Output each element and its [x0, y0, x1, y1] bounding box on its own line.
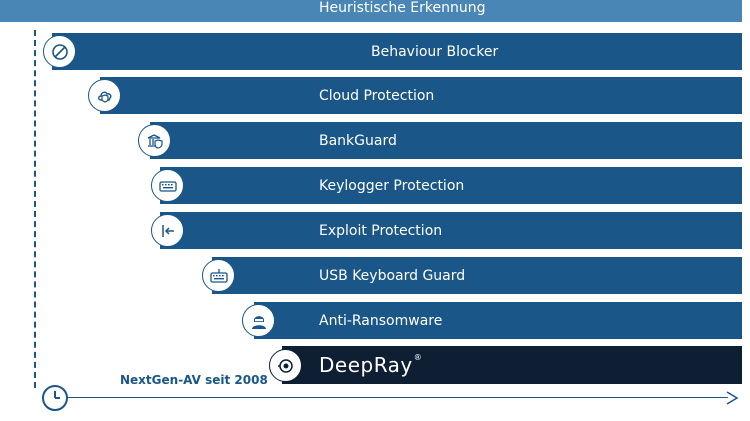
timeline-axis [68, 397, 728, 398]
layer-exploit-protection: Exploit Protection [160, 212, 742, 249]
timeline-arrow-icon [726, 391, 739, 405]
layer-anti-ransomware: Anti-Ransomware [254, 302, 742, 339]
layer-usb-keyboard-guard: USB Keyboard Guard [212, 257, 742, 294]
clock-icon [42, 385, 68, 411]
layer-deepray: DeepRay® [282, 346, 742, 384]
layer-cloud-protection: Cloud Protection [100, 77, 742, 114]
layer-bankguard: BankGuard [150, 122, 742, 159]
layer-label: Keylogger Protection [319, 177, 465, 194]
layer-label: Cloud Protection [319, 87, 435, 104]
timeline-vertical-dashed [34, 30, 36, 388]
registered-mark: ® [413, 353, 423, 362]
deepray-eye-icon [269, 349, 302, 382]
layer-label: USB Keyboard Guard [319, 267, 466, 284]
keyboard-icon [151, 169, 184, 202]
bank-shield-icon [138, 124, 171, 157]
layer-label: Behaviour Blocker [371, 43, 499, 60]
heuristic-detection-bar: Heuristische Erkennung [0, 0, 742, 22]
layer-behaviour-blocker: Behaviour Blocker [52, 33, 742, 70]
heuristic-detection-label: Heuristische Erkennung [319, 0, 486, 16]
timeline-caption: NextGen-AV seit 2008 [120, 373, 268, 387]
cloud-shield-icon [88, 79, 121, 112]
prohibited-circle-icon [43, 35, 76, 68]
hacker-icon [242, 304, 275, 337]
usb-keyboard-icon [202, 259, 235, 292]
layer-label: BankGuard [319, 132, 397, 149]
layer-label: Exploit Protection [319, 222, 443, 239]
exploit-arrow-icon [151, 214, 184, 247]
deepray-label: DeepRay® [319, 353, 423, 377]
layer-label: Anti-Ransomware [319, 312, 443, 329]
layer-keylogger-protection: Keylogger Protection [160, 167, 742, 204]
